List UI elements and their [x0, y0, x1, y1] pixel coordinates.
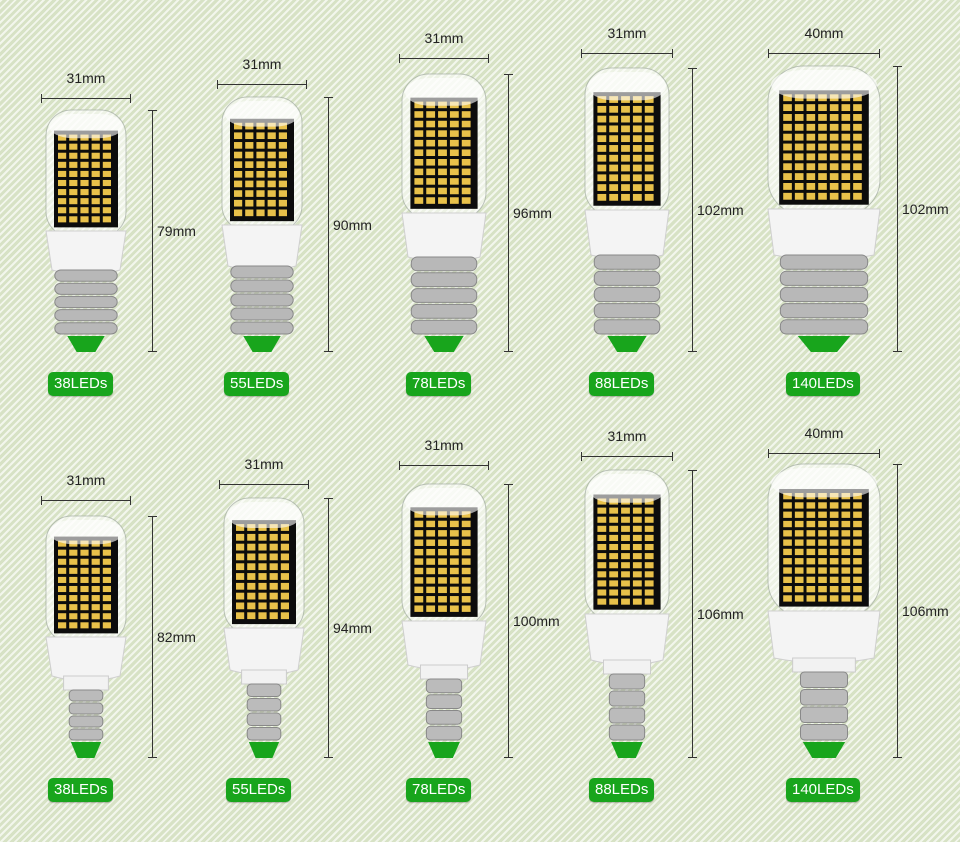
height-dimension-line	[324, 498, 333, 758]
led-count-badge: 55LEDs	[224, 372, 290, 396]
width-label: 31mm	[607, 428, 647, 444]
width-label: 40mm	[804, 25, 844, 41]
led-count-badge: 38LEDs	[48, 778, 114, 802]
height-label: 90mm	[333, 216, 372, 233]
width-label: 31mm	[424, 437, 464, 453]
height-label: 82mm	[157, 629, 196, 645]
led-count-badge: 88LEDs	[589, 778, 655, 802]
led-count-badge: 55LEDs	[226, 778, 292, 802]
led-count-badge: 140LEDs	[786, 372, 860, 396]
height-dimension-line	[688, 68, 697, 352]
led-count-badge: 78LEDs	[406, 778, 472, 802]
height-label: 102mm	[902, 201, 949, 217]
height-label: 96mm	[513, 205, 552, 221]
width-dimension-line	[768, 49, 880, 58]
height-label: 102mm	[697, 202, 744, 218]
height-dimension-line	[504, 484, 513, 758]
width-dimension-line	[399, 54, 489, 63]
height-label: 106mm	[697, 606, 744, 622]
width-label: 40mm	[804, 425, 844, 441]
led-count-badge: 38LEDs	[48, 372, 114, 396]
height-label: 100mm	[513, 613, 560, 629]
width-label: 31mm	[424, 30, 464, 46]
led-count-badge: 78LEDs	[406, 372, 472, 396]
width-dimension-line	[219, 480, 309, 489]
width-label: 31mm	[66, 472, 106, 488]
led-count-badge: 140LEDs	[786, 778, 860, 802]
height-dimension-line	[504, 74, 513, 352]
height-dimension-line	[893, 66, 902, 352]
width-dimension-line	[217, 80, 307, 89]
height-label: 106mm	[902, 603, 949, 619]
height-label: 79mm	[157, 223, 196, 239]
width-dimension-line	[581, 49, 673, 58]
width-dimension-line	[581, 452, 673, 461]
width-dimension-line	[41, 496, 131, 505]
width-label: 31mm	[66, 70, 106, 86]
width-dimension-line	[768, 449, 880, 458]
width-dimension-line	[399, 461, 489, 470]
width-dimension-line	[41, 94, 131, 103]
width-label: 31mm	[607, 25, 647, 41]
height-dimension-line	[324, 97, 333, 352]
width-label: 31mm	[242, 56, 282, 72]
height-dimension-line	[148, 516, 157, 758]
height-dimension-line	[148, 110, 157, 352]
width-label: 31mm	[244, 456, 284, 472]
height-dimension-line	[893, 464, 902, 758]
led-count-badge: 88LEDs	[589, 372, 655, 396]
height-label: 94mm	[333, 620, 372, 636]
height-dimension-line	[688, 470, 697, 758]
